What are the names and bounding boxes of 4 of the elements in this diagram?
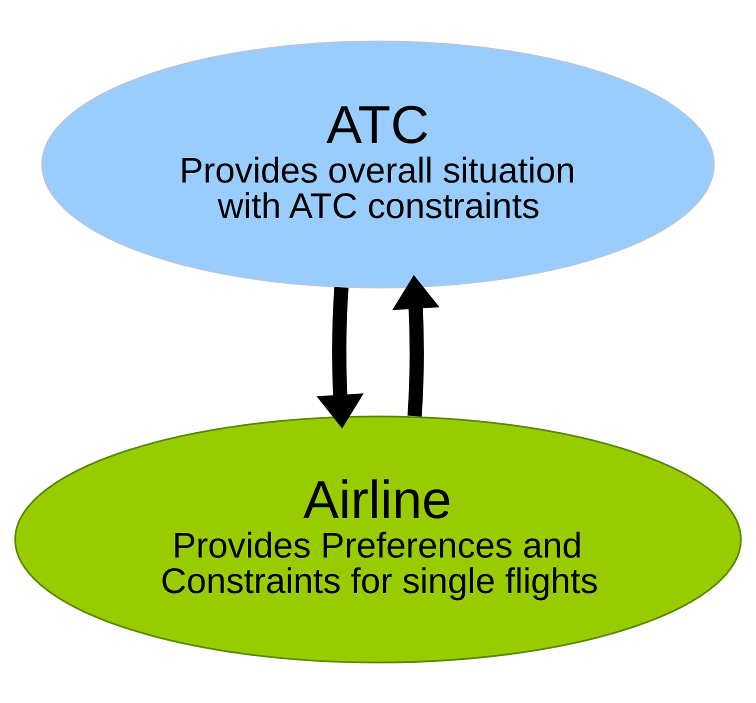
arrow (316, 286, 364, 428)
arrow (392, 274, 440, 416)
node-ellipse: Airline Provides Preferences and Constraints for single flights (14, 415, 742, 663)
node-ellipse: ATC Provides overall situation with ATC constraints (41, 40, 715, 288)
